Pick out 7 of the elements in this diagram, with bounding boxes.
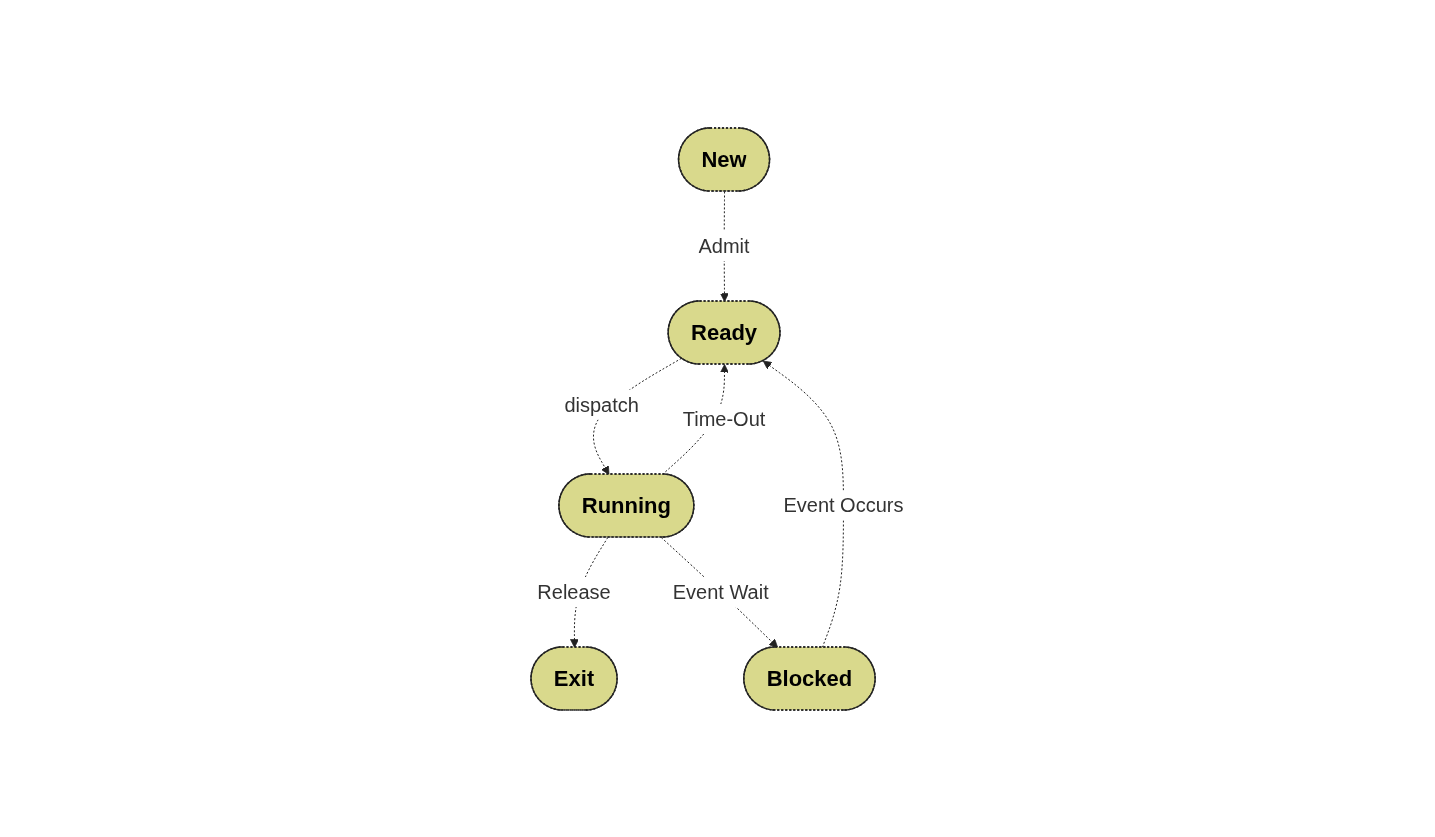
edge-label: Time-Out: [683, 407, 766, 430]
edge-label: Admit: [698, 234, 750, 257]
arrow: [661, 536, 779, 648]
edge-label: dispatch: [564, 393, 640, 416]
edge-label: Release: [537, 580, 611, 603]
edge-label: Event Occurs: [783, 494, 904, 516]
edge-label: Event Wait: [673, 580, 769, 603]
